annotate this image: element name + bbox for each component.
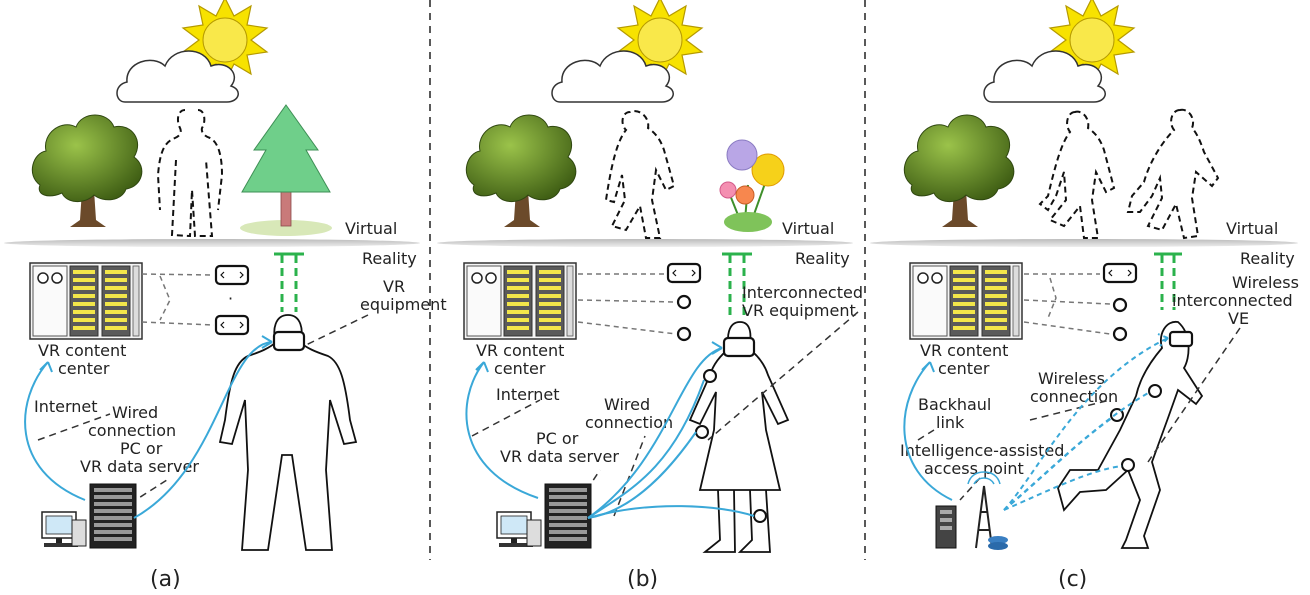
- reality-label: Reality: [1240, 249, 1295, 268]
- vr-content-center-label: VR content: [476, 341, 564, 360]
- wireless-ve-label: interconnected: [1172, 291, 1293, 310]
- hmd-icon: [666, 262, 702, 284]
- tree-icon: [465, 114, 577, 228]
- hmd-icon: [214, 264, 250, 286]
- tree-icon: [903, 114, 1015, 228]
- virtual-avatar-icon: [1126, 108, 1220, 240]
- hmd-icon: [214, 314, 250, 336]
- virtual-avatar-icon: [1038, 110, 1116, 239]
- person-icon: [1057, 321, 1204, 549]
- body-sensor-icon: [1121, 458, 1135, 472]
- vr-content-center-label: VR content: [920, 341, 1008, 360]
- wired-connection-label: Wired: [112, 403, 158, 422]
- caption-b: (b): [627, 567, 658, 592]
- panel-c: Virtual Reality VR content center Wirele…: [900, 0, 1299, 550]
- body-sensor-icon: [695, 425, 709, 439]
- wireless-connection-label: Wireless: [1038, 369, 1105, 388]
- virtual-label: Virtual: [1226, 219, 1278, 238]
- panel-a: Virtual Reality VR content center · VR e…: [24, 0, 447, 551]
- wired-connection-label: Wired: [604, 395, 650, 414]
- sun-cloud-icon: [116, 0, 268, 103]
- vr-content-center-icon: [29, 262, 143, 340]
- backhaul-label: link: [936, 413, 965, 432]
- pc-server-label: VR data server: [500, 447, 619, 466]
- interconnected-label: Interconnected: [742, 283, 863, 302]
- internet-label: Internet: [496, 385, 560, 404]
- vr-content-center-label: center: [938, 359, 990, 378]
- virtual-label: Virtual: [345, 219, 397, 238]
- body-sensor-icon: [1110, 408, 1124, 422]
- backhaul-label: Backhaul: [918, 395, 991, 414]
- sensor-node-icon: [1112, 297, 1128, 313]
- vr-content-center-label: VR content: [38, 341, 126, 360]
- access-point-label: access point: [924, 459, 1024, 478]
- internet-label: Internet: [34, 397, 98, 416]
- virtual-label: Virtual: [782, 219, 834, 238]
- ellipsis-dots: ·: [228, 289, 233, 308]
- vr-headset-icon: [722, 336, 756, 358]
- virtual-avatar-icon: [604, 110, 676, 239]
- reality-label: Reality: [795, 249, 850, 268]
- vr-equipment-label: equipment: [360, 295, 447, 314]
- pine-tree-icon: [240, 104, 332, 236]
- wireless-ve-label: Wireless: [1232, 273, 1299, 292]
- interconnected-label: VR equipment: [742, 301, 856, 320]
- caption-a: (a): [150, 567, 181, 592]
- flower-icon: [719, 139, 785, 232]
- sensor-node-icon: [676, 326, 692, 342]
- wireless-ve-label: VE: [1228, 309, 1249, 328]
- tree-icon: [31, 114, 143, 228]
- body-sensor-icon: [753, 509, 767, 523]
- sun-cloud-icon: [551, 0, 703, 103]
- virtual-reality-boundary: [4, 239, 1298, 247]
- wired-connection-label: connection: [88, 421, 176, 440]
- panel-b: Virtual Reality VR content center Interc…: [463, 0, 863, 553]
- vr-equipment-label: VR: [383, 277, 405, 296]
- sensor-beam-icon: [274, 252, 304, 312]
- access-point-icon: [935, 471, 1008, 550]
- vr-headset-icon: [1168, 330, 1194, 348]
- wireless-connection-label: connection: [1030, 387, 1118, 406]
- vr-headset-icon: [272, 330, 306, 352]
- sun-cloud-icon: [983, 0, 1135, 103]
- vr-content-center-label: center: [58, 359, 110, 378]
- sensor-node-icon: [1112, 326, 1128, 342]
- vr-content-center-icon: [463, 262, 577, 340]
- pc-server-icon: [496, 483, 592, 549]
- wired-connection-label: connection: [585, 413, 673, 432]
- pc-server-label: PC or: [536, 429, 579, 448]
- body-sensor-icon: [1148, 384, 1162, 398]
- vr-content-center-label: center: [494, 359, 546, 378]
- virtual-avatar-icon: [156, 109, 224, 238]
- reality-label: Reality: [362, 249, 417, 268]
- pc-server-label: VR data server: [80, 457, 199, 476]
- caption-c: (c): [1058, 567, 1087, 592]
- body-sensor-icon: [703, 369, 717, 383]
- hmd-icon: [1102, 262, 1138, 284]
- pc-server-label: PC or: [120, 439, 163, 458]
- sensor-node-icon: [676, 294, 692, 310]
- pc-server-icon: [41, 483, 137, 549]
- sensor-beam-icon: [722, 252, 752, 320]
- sensor-beam-icon: [1154, 252, 1182, 310]
- vr-content-center-icon: [909, 262, 1023, 340]
- access-point-label: Intelligence-assisted: [900, 441, 1064, 460]
